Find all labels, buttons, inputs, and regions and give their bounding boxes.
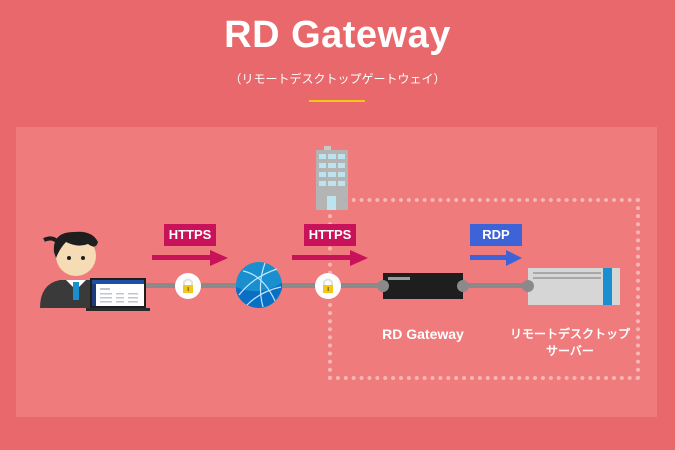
connector-dot	[377, 280, 389, 292]
arrow-right-icon	[470, 250, 522, 266]
office-building-icon	[316, 146, 348, 210]
lock-badge-2	[315, 273, 341, 299]
protocol-label-rdp: RDP	[470, 224, 522, 246]
user-with-laptop-icon	[40, 231, 150, 311]
server-label-line2: サーバー	[546, 344, 594, 358]
arrow-right-icon	[152, 250, 228, 266]
globe-icon	[236, 262, 282, 308]
gateway-device-icon	[383, 273, 463, 299]
server-icon	[528, 268, 620, 305]
server-label-line1: リモートデスクトップ	[509, 327, 630, 341]
arrow-right-icon	[292, 250, 368, 266]
connector-dot	[522, 280, 534, 292]
gateway-label: RD Gateway	[382, 326, 464, 342]
lock-icon	[323, 278, 333, 293]
link-gateway-server	[462, 283, 530, 288]
protocol-label-https-2: HTTPS	[304, 224, 356, 246]
connector-dot	[457, 280, 469, 292]
page-title: RD Gateway	[224, 14, 451, 56]
page-subtitle: （リモートデスクトップゲートウェイ）	[229, 72, 446, 86]
protocol-label-https-1: HTTPS	[164, 224, 216, 246]
lock-icon	[183, 278, 193, 293]
title-underline	[309, 100, 365, 102]
lock-badge-1	[175, 273, 201, 299]
